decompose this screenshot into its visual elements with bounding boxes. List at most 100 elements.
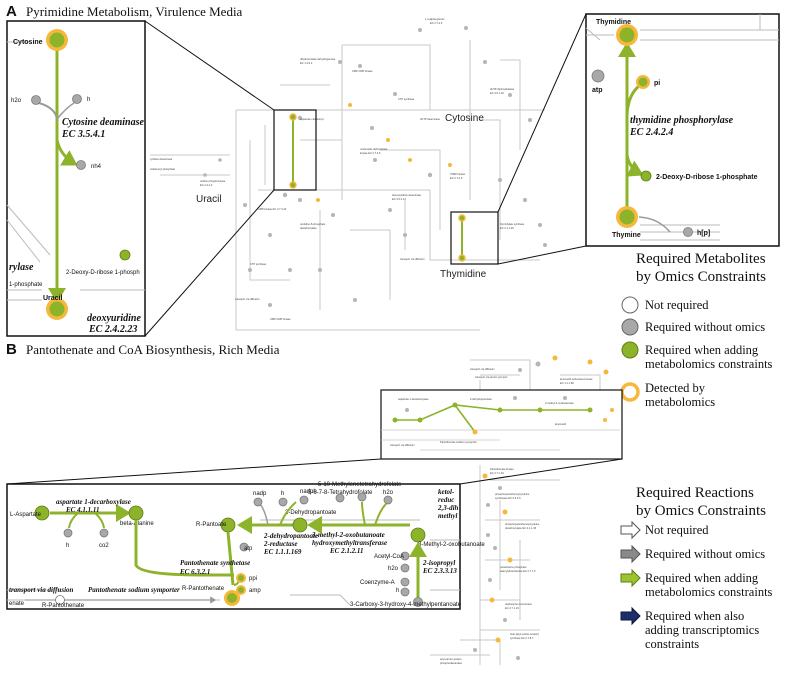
b-acetyl-coa: Acetyl-CoA [374,554,404,560]
svg-text:uridine phosphorylase: uridine phosphorylase [200,179,226,183]
zoom-right-ec: EC 2.4.2.4 [629,127,673,138]
svg-text:aspartate 1-decarboxylase: aspartate 1-decarboxylase [398,397,429,401]
svg-text:transport via diffusion: transport via diffusion [400,257,425,261]
b-ec4: EC 2.1.2.11 [329,547,363,555]
svg-text:ketol-acid: ketol-acid [555,422,567,426]
svg-text:dephospho-CoA kinase: dephospho-CoA kinase [505,602,532,606]
reaction-legend-item-2: Required without omics [645,547,765,561]
b-ec5: EC 2.3.3.13 [422,567,457,575]
svg-text:EC 3.6.1.23: EC 3.6.1.23 [490,91,504,95]
overview-uracil-label: Uracil [196,194,222,205]
zoom-right-atp: atp [592,87,603,94]
overview-cytosine-label: Cytosine [445,113,484,124]
b-dehydropantoate: 2-Dehydropantoate [285,510,337,516]
metabolite-legend-item-2: Required without omics [645,320,765,334]
b-reduc: reduc [438,496,454,504]
svg-text:transport via diffusion: transport via diffusion [390,443,415,447]
b-co2: co2 [99,543,109,549]
b-atp: atp [244,546,253,552]
b-nadp: nadp [253,491,267,497]
svg-text:synthetase EC 6.3.2.5: synthetase EC 6.3.2.5 [495,496,521,500]
svg-text:EC 2.1.1.45: EC 2.1.1.45 [500,226,514,230]
reaction-legend-item-4: metabolomics constraints [645,585,773,599]
panel-a-overview-network [150,40,545,331]
panel-b-overview-tiny-labels: transport via diffusion transport via pr… [440,367,593,665]
svg-text:phosphodiesterase: phosphodiesterase [440,661,462,665]
svg-text:adenylyltransferase EC 2.7.7.3: adenylyltransferase EC 2.7.7.3 [500,569,536,573]
panel-a-overview-nodes [203,26,547,307]
metabolite-legend-title-1: Required Metabolites [636,251,766,267]
panel-b-overview-nodes [473,355,609,660]
svg-text:dUTP diphosphatase: dUTP diphosphatase [490,87,515,91]
b-r-pantothenate: R-Pantothenate [182,586,225,592]
svg-text:EC 2.7.1.33: EC 2.7.1.33 [490,471,504,475]
b-carboxy: 3-Carboxy-3-hydroxy-4-methylpentanoate [350,602,462,608]
legend-white-circle [621,296,639,314]
b-enzyme2: 2-dehydropantoate [263,532,318,540]
svg-text:transport via proton symport: transport via proton symport [475,375,508,379]
metabolite-legend-item-4: metabolomics constraints [645,357,773,371]
b-enzyme4: 3-methyl-2-oxobutanoate [311,531,385,539]
overview-callout-right [450,211,499,265]
reaction-legend-item-3: Required when adding [645,571,759,585]
svg-text:transport via diffusion: transport via diffusion [470,367,495,371]
zoom-left-h: h [87,97,90,103]
zoom-left-ec: EC 3.5.4.1 [61,129,105,140]
reaction-legend-title-1: Required Reactions [636,485,754,501]
panel-b-title: Pantothenate and CoA Biosynthesis, Rich … [26,342,280,357]
reaction-legend-item-1: Not required [645,523,709,537]
b-ec2: EC 1.1.1.169 [263,548,302,556]
svg-text:kinase EC 2.7.4.6: kinase EC 2.7.4.6 [360,151,381,155]
svg-text:UMP kinase EC 2.7.4.22: UMP kinase EC 2.7.4.22 [258,207,287,211]
svg-text:thymidylate synthase: thymidylate synthase [500,222,525,226]
b-enzyme1: aspartate 1-decarboxylase [56,498,131,506]
svg-text:EC 1.1.1.86: EC 1.1.1.86 [560,381,574,385]
svg-text:CTP synthase: CTP synthase [398,97,415,101]
panel-a-callout-connectors [144,13,587,337]
b-enzyme3: Pantothenate synthetase [180,559,250,567]
zoom-right-thymine: Thymine [612,232,641,239]
metabolite-legend-item-3: Required when adding [645,343,759,357]
b-h2: h [281,491,284,497]
metabolite-legend-item-5: Detected by [645,381,706,395]
legend-navy-arrow [620,606,641,626]
b-l-aspartate: L-Aspartate [10,512,42,518]
b-amp: amp [249,588,261,594]
zoom-left-uracil: Uracil [43,295,63,302]
b-dih: 2,3-dih [437,504,459,512]
svg-text:dihydroorotate dehydrogenase: dihydroorotate dehydrogenase [300,57,336,61]
overview-highlight-thymidine [458,214,466,262]
legend-green-arrow [620,568,641,588]
svg-text:UMP-CMP kinase: UMP-CMP kinase [352,69,373,73]
svg-text:EC 1.3.5.2: EC 1.3.5.2 [300,61,313,65]
zoom-right-thymidine: Thymidine [596,19,631,26]
b-symporter: Pantothenate sodium symporter [88,586,180,594]
zoom-left-ec2: EC 2.4.2.23 [88,324,137,335]
zoom-left-cytosine: Cytosine [13,39,43,46]
b-methyl-oxobutanoate: 3-Methyl-2-oxobutanoate [418,542,485,548]
zoom-right-deoxyribose: 2-Deoxy-D-ribose 1-phosphate [656,174,758,181]
zoom-right-hp: h[p] [697,230,710,237]
legend-gray-circle [621,318,639,336]
svg-text:UMP-CMP kinase: UMP-CMP kinase [270,317,291,321]
metabolite-legend-item-6: metabolomics [645,395,715,409]
svg-text:dTMP kinase: dTMP kinase [450,172,466,176]
b-h2o-2: h2o [388,566,399,572]
reaction-legend: Required Reactions by Omics Constraints … [620,485,773,651]
svg-text:ketol-acid reductoisomerase: ketol-acid reductoisomerase [560,377,593,381]
svg-text:orotidine-5-phosphate: orotidine-5-phosphate [300,222,326,226]
b-enzyme4b: hydroxymethyltransferase [312,539,387,547]
reaction-legend-item-7: constraints [645,637,699,651]
zoom-left-enzyme: Cytosine deaminase [62,117,145,128]
b-h: h [66,543,69,549]
b-ppi: ppi [249,576,257,582]
svg-text:synthase EC 2.7.8.7: synthase EC 2.7.8.7 [510,636,534,640]
svg-text:Pantothenate sodium symporter: Pantothenate sodium symporter [440,440,477,444]
svg-text:EC 2.4.2.3: EC 2.4.2.3 [200,183,213,187]
svg-text:EC 2.7.1.24: EC 2.7.1.24 [505,606,519,610]
svg-text:3-methyl-2-oxobutanoate: 3-methyl-2-oxobutanoate [545,401,574,405]
reaction-legend-title-2: by Omics Constraints [636,503,766,519]
b-transport: transport via diffusion [9,586,74,594]
svg-text:1,4-alpha-glucan: 1,4-alpha-glucan [425,17,445,21]
b-methyl: methyl [438,512,457,520]
